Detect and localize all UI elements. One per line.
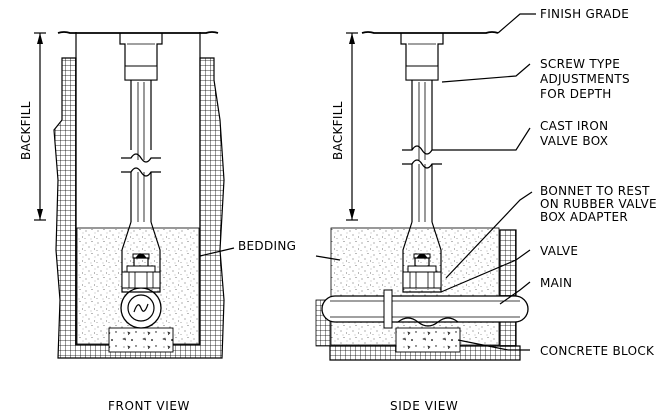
front-view — [34, 31, 235, 359]
label-finish-grade: FINISH GRADE — [540, 7, 629, 21]
label-backfill-front: BACKFILL — [19, 101, 33, 160]
label-front-view: FRONT VIEW — [108, 399, 190, 413]
side-concrete-block — [395, 327, 461, 353]
side-view — [315, 13, 536, 361]
label-bedding: BEDDING — [238, 239, 296, 253]
side-trench-hatch-right — [499, 229, 517, 347]
label-bonnet-line1: BONNET TO REST — [540, 184, 650, 198]
label-screw-type-line2: ADJUSTMENTS — [540, 72, 630, 86]
label-side-view: SIDE VIEW — [390, 399, 458, 413]
side-main-pipe — [321, 295, 529, 323]
label-concrete-block: CONCRETE BLOCK — [540, 344, 655, 358]
label-cast-iron-line1: CAST IRON — [540, 119, 608, 133]
label-screw-type-line1: SCREW TYPE — [540, 57, 620, 71]
label-screw-type-line3: FOR DEPTH — [540, 87, 612, 101]
label-main: MAIN — [540, 276, 572, 290]
front-concrete-block — [108, 327, 174, 353]
label-valve: VALVE — [540, 244, 578, 258]
label-cast-iron-line2: VALVE BOX — [540, 134, 608, 148]
label-bonnet-line2: ON RUBBER VALVE — [540, 197, 657, 211]
label-backfill-side: BACKFILL — [331, 101, 345, 160]
label-bonnet-line3: BOX ADAPTER — [540, 210, 628, 224]
